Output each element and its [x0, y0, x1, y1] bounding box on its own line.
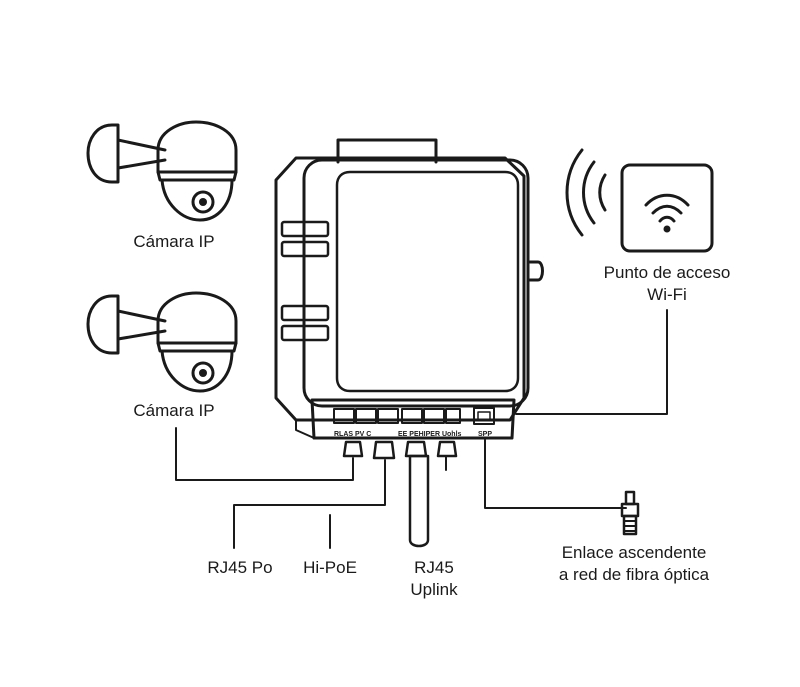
- port-group1-label: RLAS PV C: [334, 431, 371, 438]
- rj45-po-label: RJ45 Po: [207, 558, 272, 577]
- fiber-uplink-label-line1: Enlace ascendente: [562, 543, 707, 562]
- fiber-connector-icon: [620, 490, 640, 536]
- camera-top-label: Cámara IP: [133, 232, 214, 251]
- rj45-ports: [333, 408, 461, 424]
- outdoor-switch-enclosure: [274, 138, 544, 440]
- sfp-port-label: SPP: [478, 431, 492, 438]
- access-point-label-line2: Wi-Fi: [647, 285, 687, 304]
- wireless-signal-icon: [565, 148, 607, 237]
- connection-lines: [175, 309, 668, 549]
- camera-bottom-label: Cámara IP: [133, 401, 214, 420]
- hi-poe-label: Hi-PoE: [303, 558, 357, 577]
- rj45-uplink-label-line1: RJ45: [414, 558, 454, 577]
- cable-glands: [342, 440, 458, 460]
- ip-camera-top-icon: [86, 120, 238, 222]
- wifi-access-point-icon: [620, 163, 714, 253]
- rj45-uplink-cable: [408, 454, 447, 548]
- access-point-label-line1: Punto de acceso: [604, 263, 731, 282]
- sfp-port: [473, 407, 495, 425]
- rj45-uplink-label-line2: Uplink: [410, 580, 458, 599]
- port-group2-label: EE PEHIPER Uohls: [398, 431, 462, 438]
- fiber-uplink-label-line2: a red de fibra óptica: [559, 565, 710, 584]
- ip-camera-bottom-icon: [86, 291, 238, 393]
